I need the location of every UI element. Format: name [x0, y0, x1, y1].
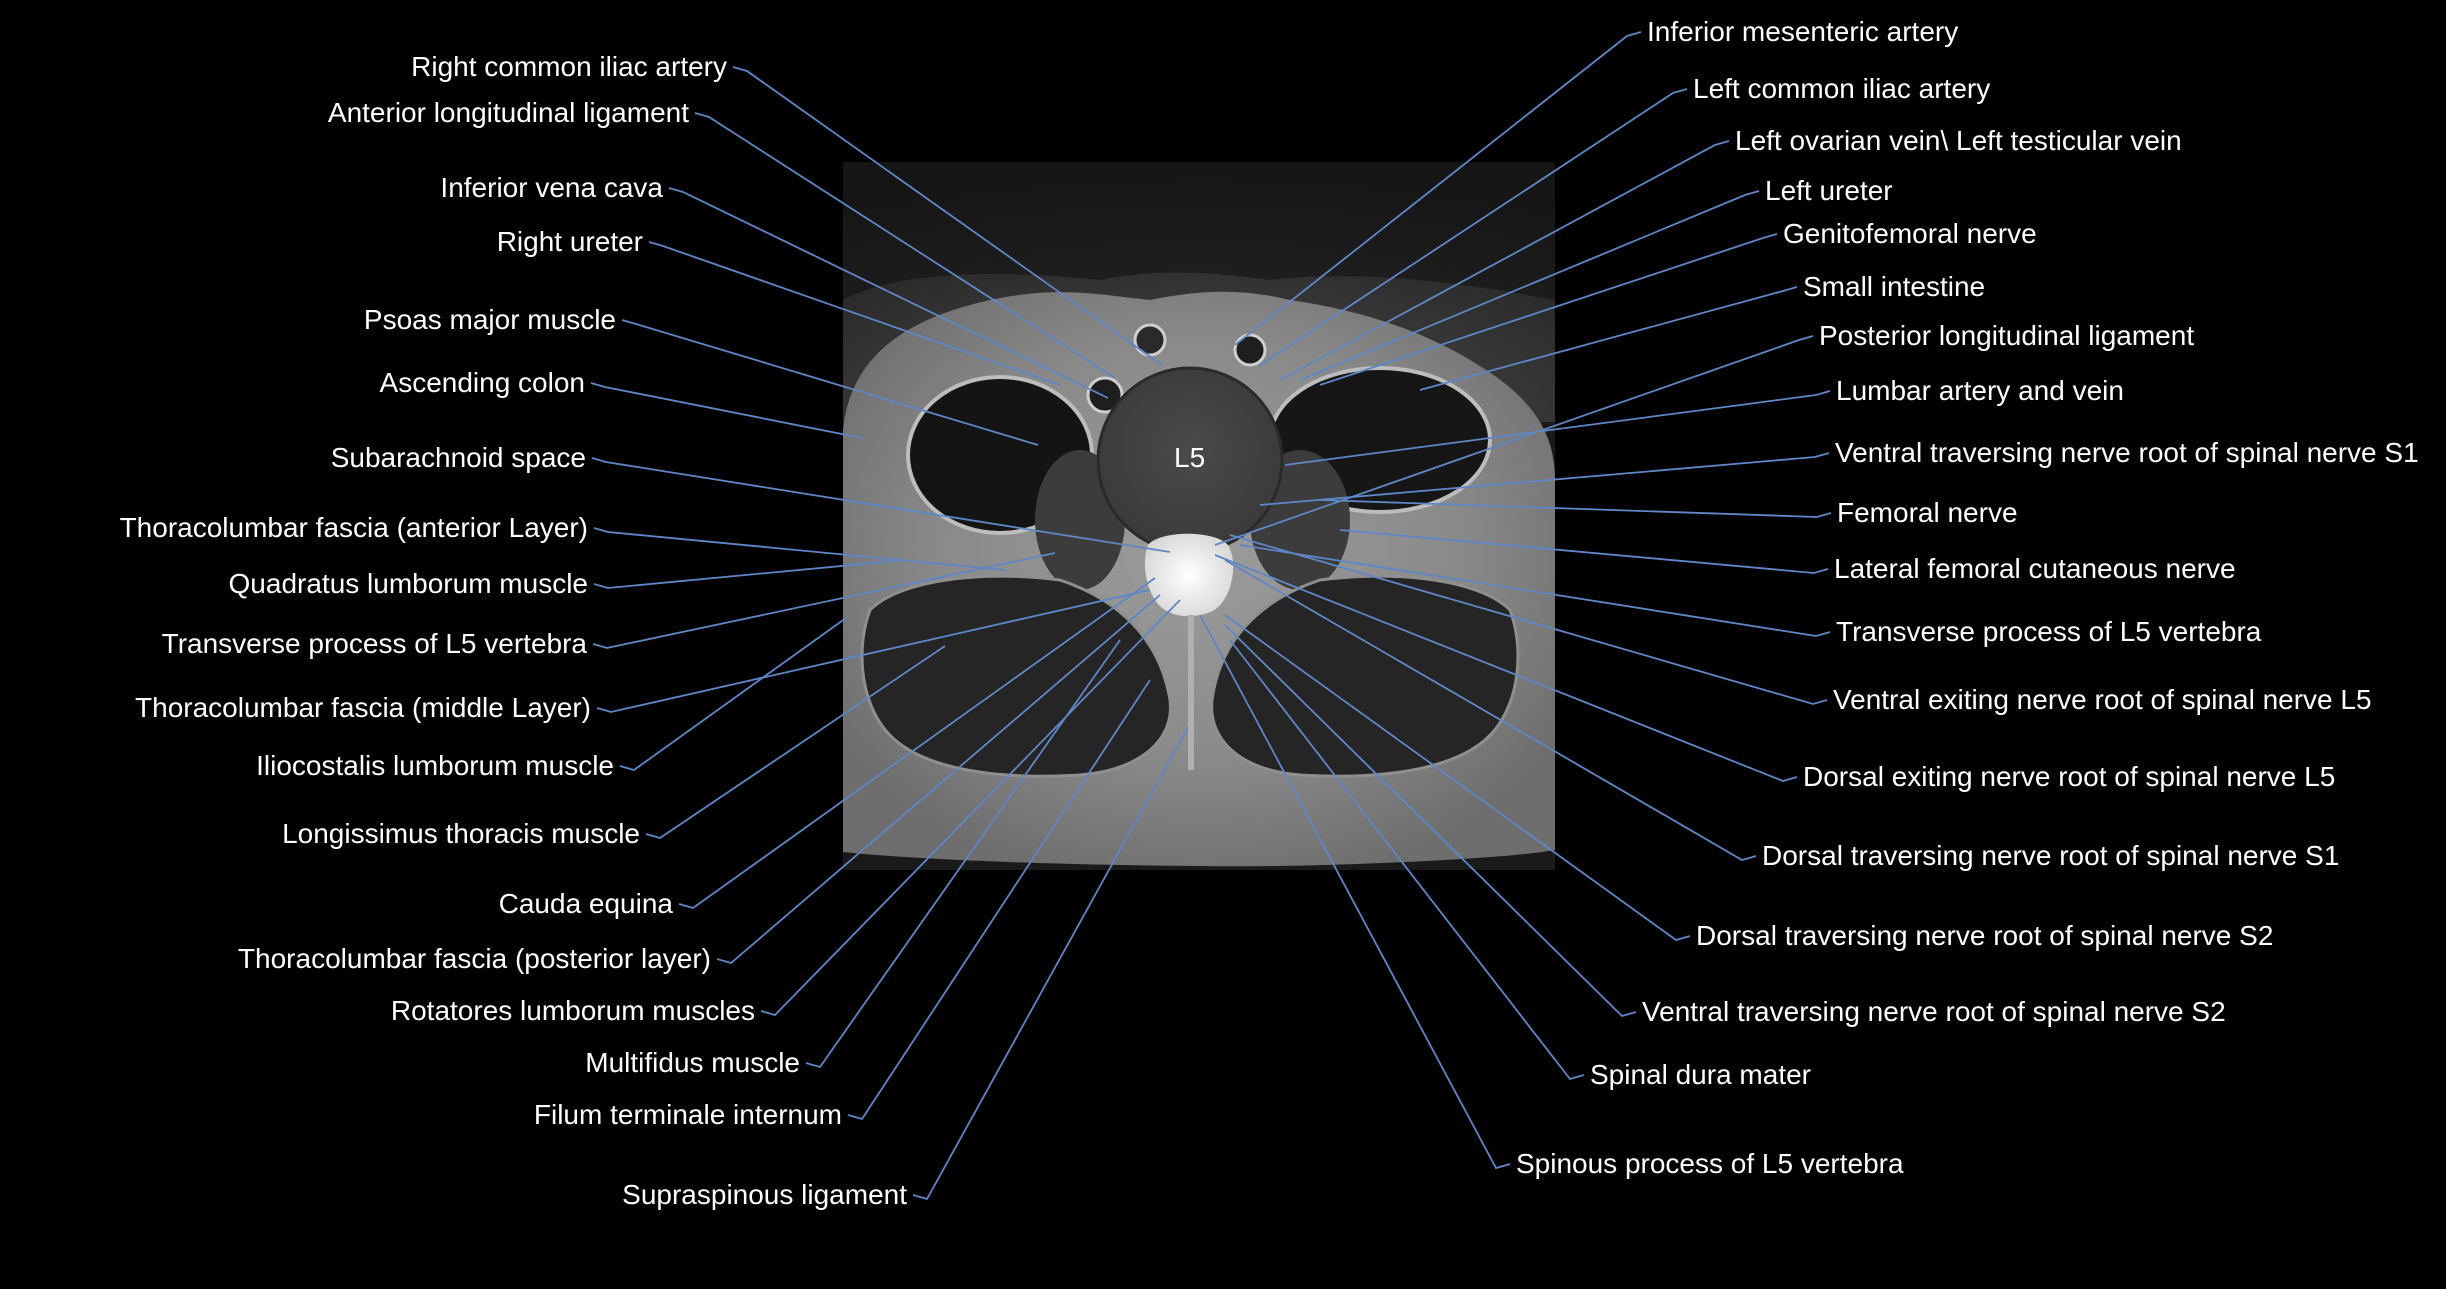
label-right-10: Lateral femoral cutaneous nerve	[1834, 553, 2236, 584]
label-left-13: Cauda equina	[499, 888, 674, 919]
label-left-18: Supraspinous ligament	[622, 1179, 907, 1210]
label-right-11: Transverse process of L5 vertebra	[1836, 616, 2262, 647]
label-right-8: Ventral traversing nerve root of spinal …	[1835, 437, 2419, 468]
label-right-6: Posterior longitudinal ligament	[1819, 320, 2194, 351]
label-left-15: Rotatores lumborum muscles	[391, 995, 755, 1026]
label-left-17: Filum terminale internum	[534, 1099, 842, 1130]
label-right-14: Dorsal traversing nerve root of spinal n…	[1762, 840, 2339, 871]
posterior-muscles-right	[1210, 574, 1520, 778]
leader-left-7	[593, 527, 1006, 571]
thecal-sac	[1144, 533, 1234, 617]
label-left-10: Thoracolumbar fascia (middle Layer)	[135, 692, 591, 723]
label-right-0: Inferior mesenteric artery	[1647, 16, 1958, 47]
leader-right-0	[1234, 31, 1642, 346]
leader-left-3	[648, 241, 1061, 386]
leader-left-13	[678, 577, 1156, 909]
leader-right-9	[1319, 499, 1832, 518]
leader-left-8	[593, 559, 906, 589]
leader-left-14	[716, 594, 1161, 964]
label-left-16: Multifidus muscle	[585, 1047, 800, 1078]
label-left-1: Anterior longitudinal ligament	[328, 97, 689, 128]
leader-left-1	[694, 112, 1116, 379]
label-right-9: Femoral nerve	[1837, 497, 2018, 528]
leader-right-18	[1199, 614, 1511, 1170]
label-left-4: Psoas major muscle	[364, 304, 616, 335]
leader-right-2	[1279, 140, 1730, 381]
label-right-1: Left common iliac artery	[1693, 73, 1990, 104]
label-right-7: Lumbar artery and vein	[1836, 375, 2124, 406]
vessel-ivc	[1086, 376, 1124, 414]
label-right-16: Ventral traversing nerve root of spinal …	[1642, 996, 2226, 1027]
leader-left-4	[621, 319, 1039, 446]
label-right-17: Spinal dura mater	[1590, 1059, 1811, 1090]
leader-left-0	[732, 66, 1163, 366]
vessel-left-iliac	[1233, 333, 1267, 367]
leader-left-12	[645, 645, 946, 839]
leader-right-1	[1259, 88, 1688, 366]
label-right-18: Spinous process of L5 vertebra	[1516, 1148, 1904, 1179]
label-left-12: Longissimus thoracis muscle	[282, 818, 640, 849]
label-left-11: Iliocostalis lumborum muscle	[256, 750, 614, 781]
leader-right-4	[1319, 233, 1778, 386]
leader-right-14	[1224, 559, 1757, 861]
label-left-9: Transverse process of L5 vertebra	[162, 628, 588, 659]
vertebra-label: L5	[1174, 442, 1205, 473]
leader-lines-right	[1199, 31, 1832, 1170]
label-left-3: Right ureter	[497, 226, 643, 257]
leader-right-15	[1224, 614, 1691, 941]
leader-left-9	[592, 552, 1056, 649]
leader-right-10	[1339, 529, 1829, 574]
leader-right-3	[1299, 190, 1760, 381]
vessel-right-iliac	[1133, 323, 1167, 357]
leader-left-15	[760, 599, 1181, 1017]
label-right-2: Left ovarian vein\ Left testicular vein	[1735, 125, 2182, 156]
leader-right-12	[1229, 534, 1828, 705]
leader-left-6	[591, 457, 1171, 553]
leader-lines-left	[590, 66, 1189, 1201]
leader-left-10	[596, 589, 1151, 713]
leader-left-17	[847, 679, 1151, 1121]
leader-left-11	[619, 617, 847, 771]
leader-right-7	[1284, 390, 1831, 466]
leader-left-5	[590, 382, 863, 439]
leader-right-11	[1239, 544, 1831, 637]
leader-right-16	[1224, 624, 1637, 1018]
leader-right-13	[1214, 554, 1798, 782]
label-left-8: Quadratus lumborum muscle	[229, 568, 588, 599]
label-right-5: Small intestine	[1803, 271, 1985, 302]
leader-right-5	[1419, 286, 1798, 391]
leader-left-2	[668, 187, 1109, 399]
mri-axial-slice-image	[843, 162, 1555, 870]
leader-right-8	[1259, 452, 1830, 506]
leader-right-6	[1214, 335, 1814, 546]
label-left-2: Inferior vena cava	[440, 172, 663, 203]
label-left-6: Subarachnoid space	[331, 442, 586, 473]
leader-left-16	[805, 639, 1121, 1069]
label-right-15: Dorsal traversing nerve root of spinal n…	[1696, 920, 2273, 951]
label-left-14: Thoracolumbar fascia (posterior layer)	[238, 943, 711, 974]
label-right-4: Genitofemoral nerve	[1783, 218, 2037, 249]
label-right-13: Dorsal exiting nerve root of spinal nerv…	[1803, 761, 2335, 792]
label-left-7: Thoracolumbar fascia (anterior Layer)	[120, 512, 588, 543]
label-left-5: Ascending colon	[380, 367, 585, 398]
label-right-3: Left ureter	[1765, 175, 1893, 206]
leader-left-18	[912, 726, 1189, 1201]
label-left-0: Right common iliac artery	[411, 51, 727, 82]
label-right-12: Ventral exiting nerve root of spinal ner…	[1833, 684, 2372, 715]
leader-right-17	[1229, 639, 1585, 1081]
